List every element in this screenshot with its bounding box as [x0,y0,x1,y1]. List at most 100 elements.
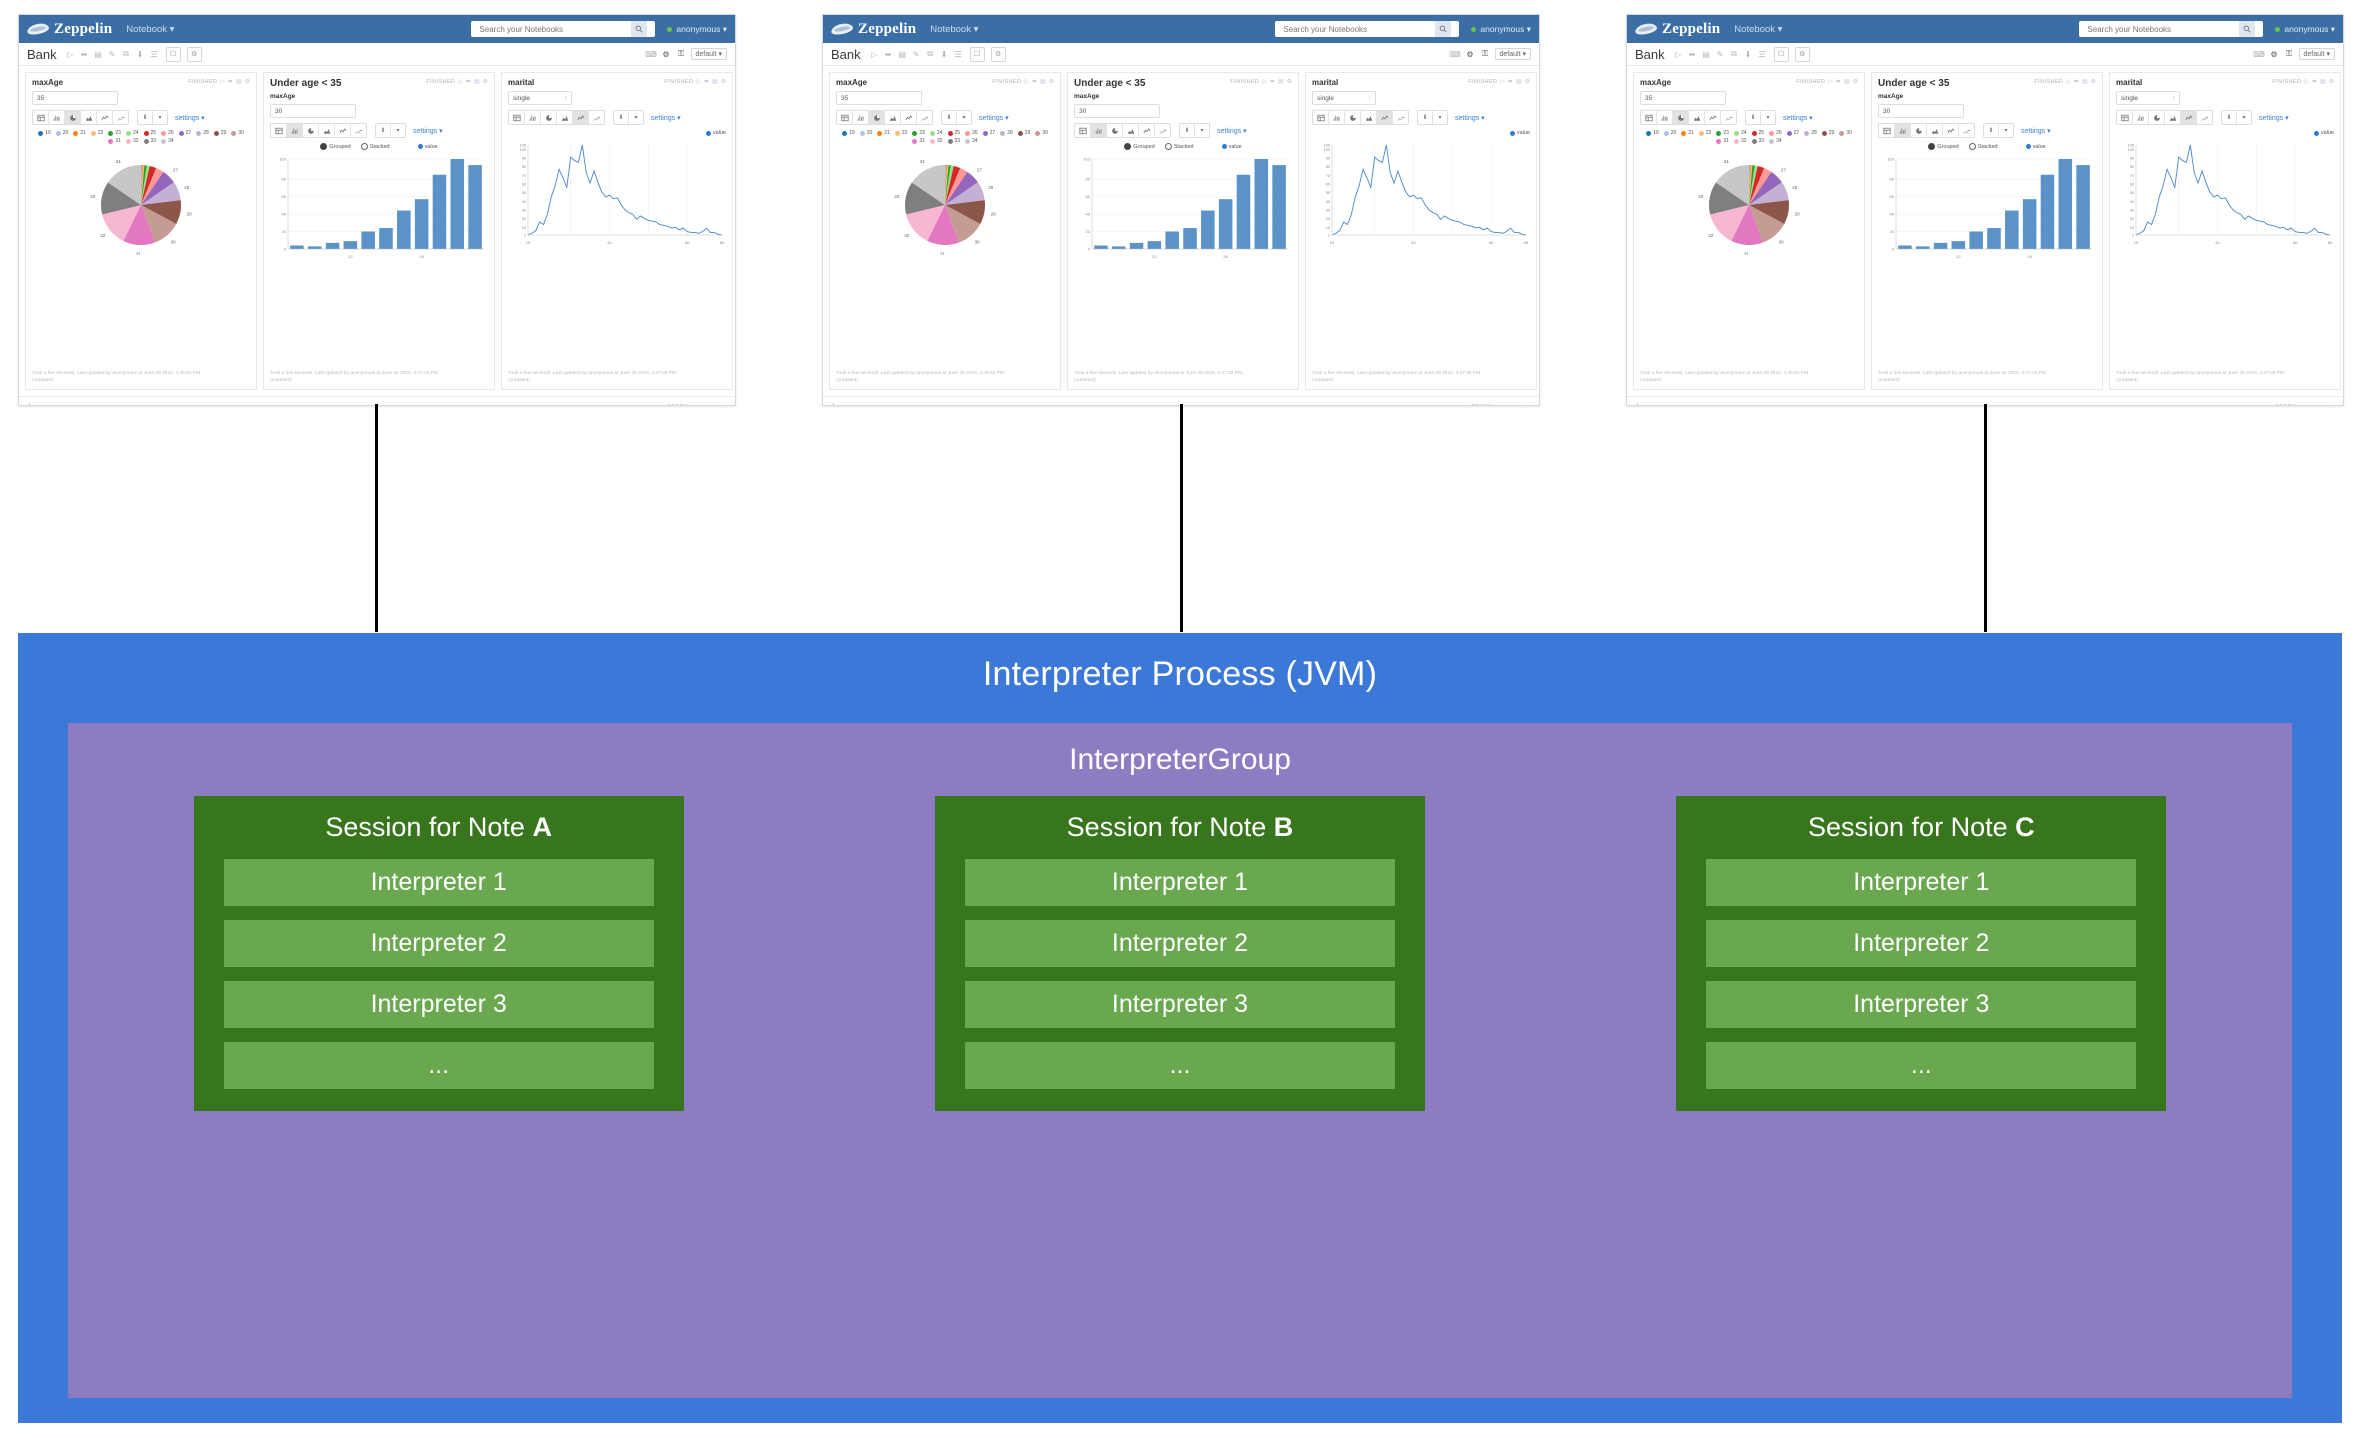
settings-toggle[interactable]: settings ▾ [1217,127,1247,135]
search-box[interactable] [1275,21,1460,37]
legend-item[interactable]: 24 [1733,130,1747,136]
stacked-radio[interactable]: Stacked [1968,143,1998,150]
stacked-radio[interactable]: Stacked [1164,143,1194,150]
search-icon[interactable] [1435,21,1452,37]
viz-area-icon[interactable] [81,111,97,124]
expand-icon[interactable]: ⬌ [1507,79,1513,85]
series-legend[interactable]: value [1221,144,1242,150]
search-icon[interactable] [631,21,648,37]
show-editor-icon[interactable]: ▤ [473,79,480,85]
viz-scatter-icon[interactable] [1393,111,1408,124]
chevron-down-icon[interactable]: ▾ [1438,115,1442,121]
legend-item[interactable]: 19 [1646,130,1659,136]
clear-output-icon[interactable]: ✎ [1716,49,1724,59]
run-icon[interactable]: ▷ [2304,79,2309,85]
viz-pie-icon[interactable] [869,111,885,124]
legend-item[interactable]: 32 [125,138,139,144]
run-icon[interactable]: ▷ [1024,79,1029,85]
interpreter-binding-select[interactable]: default ▾ [1494,48,1531,60]
lock-icon[interactable]: ⚿ [2285,49,2293,58]
settings-toggle[interactable]: settings ▾ [1455,114,1485,122]
legend-item[interactable]: 33 [143,138,156,144]
legend-item[interactable]: 30 [231,130,244,136]
legend-item[interactable]: 25 [947,130,960,136]
legend-item[interactable]: 30 [1839,130,1852,136]
expand-icon[interactable]: ⬌ [227,79,233,85]
run-all-icon[interactable]: ▷ [67,49,74,59]
trash-icon[interactable]: ☐ [1773,46,1789,62]
chevron-down-icon[interactable]: ▾ [2004,128,2008,134]
legend-item[interactable]: 20 [859,130,872,136]
settings-toggle[interactable]: settings ▾ [979,114,1009,122]
run-icon[interactable]: ▷ [2300,404,2305,406]
marital-select[interactable]: single↕ [508,91,572,105]
nav-notebook[interactable]: Notebook ▾ [1734,23,1783,35]
show-editor-icon[interactable]: ▤ [2319,79,2326,85]
viz-area-icon[interactable] [1361,111,1377,124]
viz-area-icon[interactable] [319,124,335,137]
search-input[interactable] [2085,23,2240,35]
clone-icon[interactable]: ⧉ [1731,49,1737,58]
legend-item[interactable]: 24 [125,130,139,136]
keyboard-icon[interactable]: ⌨ [2253,49,2265,59]
viz-bar-icon[interactable] [1895,124,1911,137]
expand-icon[interactable]: ⬌ [1031,79,1037,85]
legend-item[interactable]: 26 [965,130,978,136]
viz-line-icon[interactable] [573,111,589,124]
viz-table-icon[interactable] [837,111,853,124]
legend-item[interactable]: 32 [929,138,943,144]
viz-line-icon[interactable] [901,111,917,124]
legend-item[interactable]: 25 [1751,130,1764,136]
series-legend[interactable]: value [705,130,726,136]
viz-area-icon[interactable] [1123,124,1139,137]
viz-table-icon[interactable] [1641,111,1657,124]
legend-item[interactable]: 21 [73,130,86,136]
show-editor-icon[interactable]: ▤ [711,79,718,85]
user-menu[interactable]: anonymous ▾ [667,24,727,35]
download-icon[interactable]: ⬇ [942,111,957,124]
lock-icon[interactable]: ⚿ [1481,49,1489,58]
gear-icon[interactable]: ⚙ [2090,79,2096,85]
expand-icon[interactable]: ⬌ [701,404,706,406]
chevron-down-icon[interactable]: ▾ [1766,115,1770,121]
run-icon[interactable]: ▷ [220,79,225,85]
export-icon[interactable]: ⬇ [1744,49,1752,59]
viz-line-icon[interactable] [1377,111,1393,124]
keyboard-icon[interactable]: ⌨ [645,49,657,59]
grouped-radio[interactable]: Grouped [1124,143,1155,150]
export-icon[interactable]: ⬇ [940,49,948,59]
expand-icon[interactable]: ⬌ [465,79,471,85]
viz-area-icon[interactable] [885,111,901,124]
legend-item[interactable]: 27 [178,130,191,136]
chevron-down-icon[interactable]: ▾ [634,115,638,121]
viz-line-icon[interactable] [335,124,351,137]
notebook-title[interactable]: Bank [831,46,861,62]
chevron-down-icon[interactable]: ▾ [962,115,966,121]
run-icon[interactable]: ▷ [1262,79,1267,85]
maxage-input[interactable]: 35 [836,91,922,105]
viz-pie-icon[interactable] [1107,124,1123,137]
run-all-icon[interactable]: ▷ [871,49,878,59]
user-menu[interactable]: anonymous ▾ [1471,24,1531,35]
clear-output-icon[interactable]: ✎ [108,49,116,59]
show-editor-icon[interactable]: ▤ [1514,404,1520,406]
legend-item[interactable]: 28 [1804,130,1817,136]
download-icon[interactable]: ⬇ [138,111,153,124]
maxage-input[interactable]: 35 [1640,91,1726,105]
hide-output-icon[interactable]: ▤ [898,49,906,59]
viz-bar-icon[interactable] [1329,111,1345,124]
notebook-title[interactable]: Bank [1635,46,1665,62]
search-icon[interactable] [2239,21,2256,37]
viz-area-icon[interactable] [1689,111,1705,124]
viz-bar-icon[interactable] [49,111,65,124]
viz-table-icon[interactable] [2117,111,2133,124]
viz-table-icon[interactable] [271,124,287,137]
legend-item[interactable]: 23 [1716,130,1729,136]
viz-bar-icon[interactable] [287,124,303,137]
series-legend[interactable]: value [2313,130,2334,136]
viz-pie-icon[interactable] [1345,111,1361,124]
legend-item[interactable]: 34 [161,138,174,144]
viz-bar-icon[interactable] [1091,124,1107,137]
maxage-input[interactable]: 30 [270,104,356,118]
legend-item[interactable]: 31 [108,138,121,144]
